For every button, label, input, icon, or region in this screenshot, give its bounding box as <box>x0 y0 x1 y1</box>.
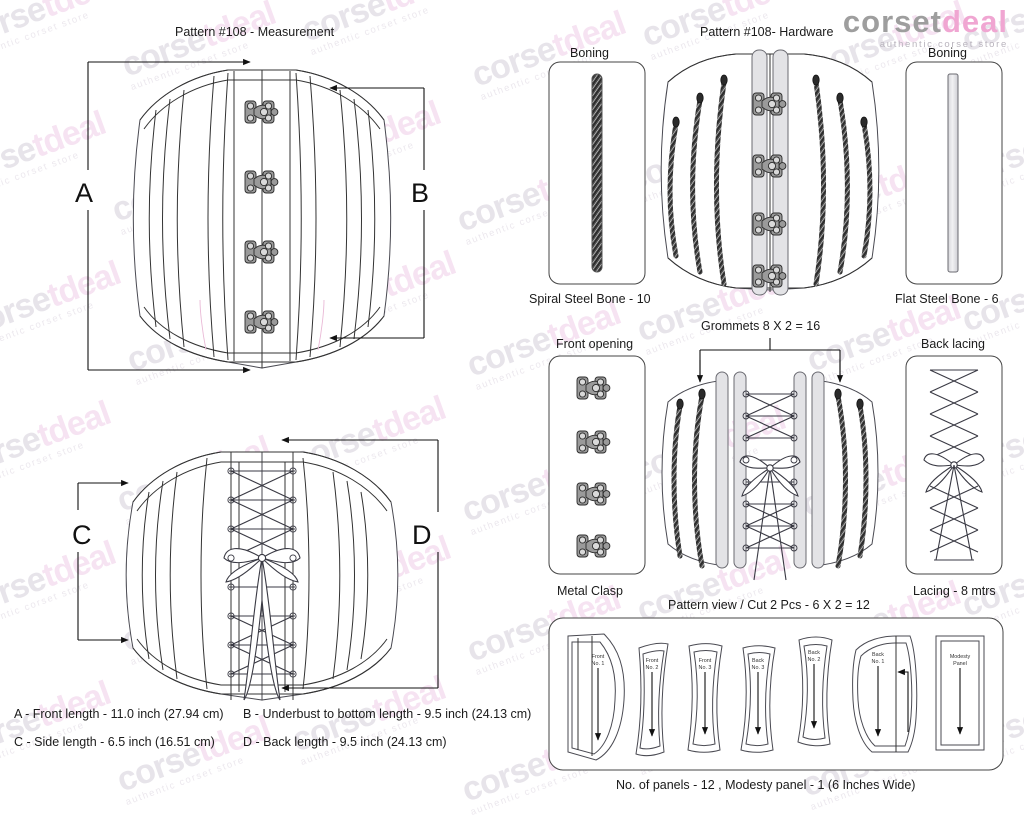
piece-label-front-3-line2: No. 3 <box>699 665 712 671</box>
dim-letter-a: A <box>75 178 94 208</box>
boning-right-header: Boning <box>928 46 967 60</box>
piece-label-front-3-line1: Front <box>699 658 712 664</box>
piece-label-front-1-line2: No. 1 <box>592 661 605 667</box>
title-measurement: Pattern #108 - Measurement <box>175 25 335 39</box>
dimension-a <box>87 58 251 374</box>
brand-name-primary: corset <box>842 4 942 39</box>
piece-label-back-3-line2: No. 3 <box>752 665 765 671</box>
footer-panels-note: No. of panels - 12 , Modesty panel - 1 (… <box>616 778 916 792</box>
dimension-c <box>77 479 129 644</box>
pattern-piece: Back No. 3 <box>740 645 776 753</box>
measurement-d-text: D - Back length - 9.5 inch (24.13 cm) <box>243 735 447 749</box>
piece-label-back-2-line2: No. 2 <box>808 657 821 663</box>
front-opening-header: Front opening <box>556 337 634 351</box>
brand-tagline: authentic corset store <box>879 39 1008 50</box>
piece-label-front-2-line2: No. 2 <box>646 665 659 671</box>
boning-left-caption: Spiral Steel Bone - 10 <box>529 292 651 306</box>
metal-clasp-panel <box>548 355 646 575</box>
pattern-view-box: Front No. 1 Front No. 2 Front No. 3 <box>548 617 1004 771</box>
pattern-piece: Front No. 3 <box>687 643 723 753</box>
pattern-piece: Front No. 2 <box>635 642 669 757</box>
flat-bone-panel <box>905 61 1003 285</box>
measurement-a-text: A - Front length - 11.0 inch (27.94 cm) <box>14 707 224 721</box>
dim-letter-c: C <box>72 520 92 550</box>
front-measurement-view <box>87 58 425 374</box>
piece-label-back-3-line1: Back <box>752 658 764 664</box>
piece-label-front-2-line1: Front <box>646 658 659 664</box>
dimension-b <box>329 84 425 342</box>
piece-label-modesty-line1: Modesty <box>950 654 971 660</box>
boning-left-header: Boning <box>570 46 609 60</box>
pattern-piece: Front No. 1 <box>567 633 625 761</box>
front-opening-caption: Metal Clasp <box>557 584 623 598</box>
pattern-piece: Modesty Panel <box>935 635 985 751</box>
hardware-corset-view <box>660 49 880 296</box>
piece-label-front-1-line1: Front <box>592 654 605 660</box>
measurement-c-text: C - Side length - 6.5 inch (16.51 cm) <box>14 735 215 749</box>
spiral-bone-panel <box>548 61 646 285</box>
title-grommets: Grommets 8 X 2 = 16 <box>701 319 821 333</box>
title-pattern-view: Pattern view / Cut 2 Pcs - 6 X 2 = 12 <box>668 598 870 612</box>
dim-letter-b: B <box>411 178 430 208</box>
boning-right-caption: Flat Steel Bone - 6 <box>895 292 999 306</box>
pattern-piece: Back No. 1 <box>852 635 918 753</box>
piece-label-modesty-line2: Panel <box>953 661 967 667</box>
grommets-corset-view <box>661 338 879 581</box>
dimension-d <box>281 436 439 692</box>
back-lacing-header: Back lacing <box>921 337 985 351</box>
pattern-piece: Back No. 2 <box>797 636 833 747</box>
back-lacing-panel <box>905 355 1003 575</box>
back-laced-view <box>77 436 439 701</box>
measurement-b-text: B - Underbust to bottom length - 9.5 inc… <box>243 707 532 721</box>
dim-letter-d: D <box>412 520 432 550</box>
brand-logo: corsetdeal authentic corset store <box>843 6 1008 50</box>
brand-name-secondary: deal <box>941 4 1008 39</box>
piece-label-back-2-line1: Back <box>808 650 820 656</box>
piece-label-back-1-line1: Back <box>872 652 884 658</box>
piece-label-back-1-line2: No. 1 <box>872 659 885 665</box>
back-lacing-caption: Lacing - 8 mtrs <box>913 584 996 598</box>
title-hardware: Pattern #108- Hardware <box>700 25 834 39</box>
